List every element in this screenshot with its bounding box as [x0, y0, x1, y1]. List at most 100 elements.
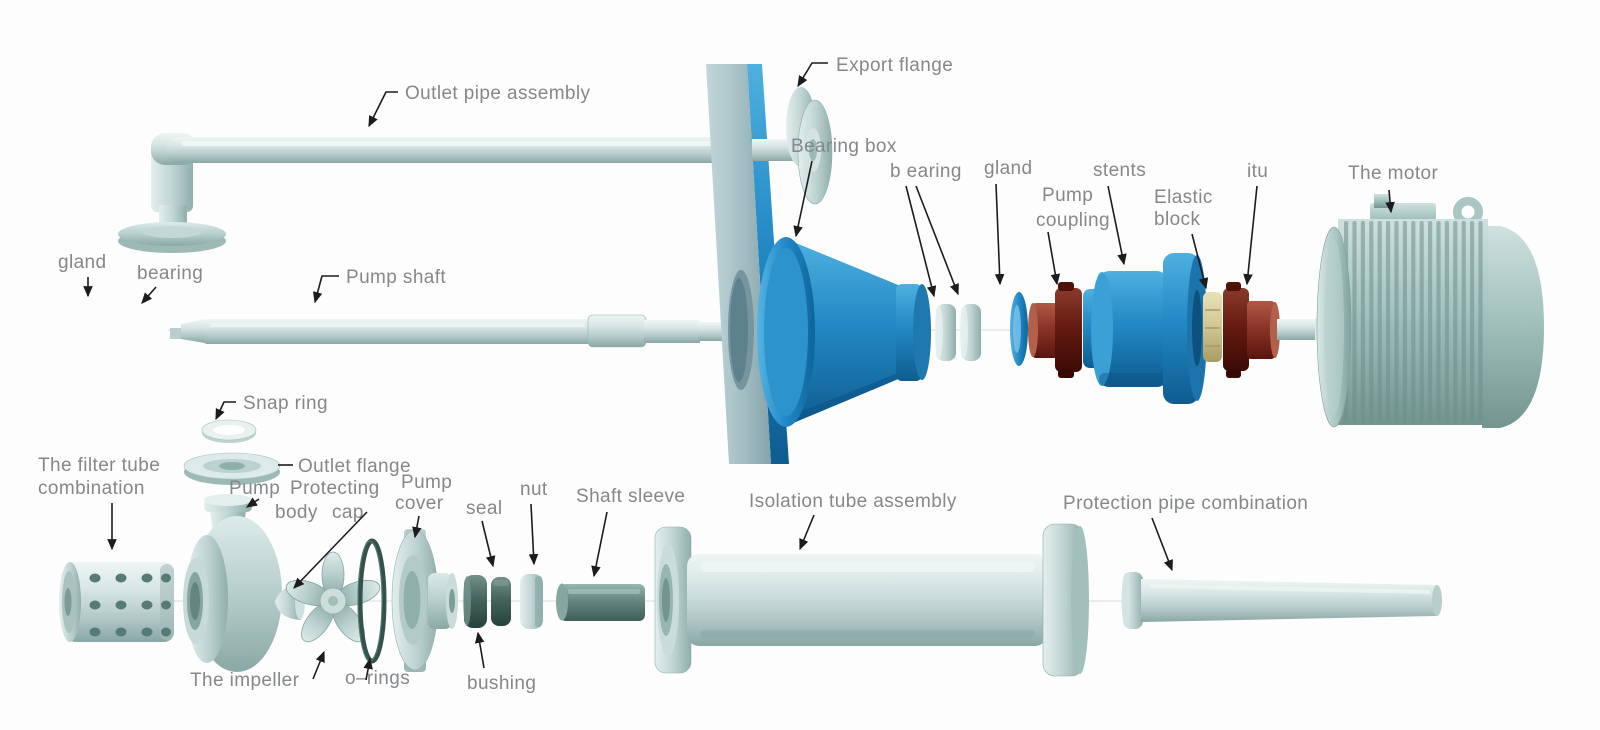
- shaft-cone: [181, 319, 205, 343]
- part-label-text: Snap ring: [243, 393, 328, 414]
- filter-holes: [89, 573, 171, 637]
- outlet-flange-hole: [219, 462, 245, 470]
- isolation-tube-shade: [700, 630, 1035, 638]
- shaft-sleeve-part: [556, 583, 645, 621]
- part-label-text: gland: [984, 158, 1033, 179]
- part-label-text: Pump shaft: [346, 267, 446, 288]
- bearing-box-shadow: [786, 371, 903, 426]
- label-stents: stents: [1093, 160, 1146, 266]
- label-protecting-cap: Protecting cap: [290, 478, 380, 589]
- impeller-part: [285, 551, 381, 643]
- part-label-text: b earing: [890, 161, 962, 182]
- part-label-text: The motor: [1348, 163, 1438, 184]
- leader-line: [312, 650, 325, 680]
- leader-line: [1047, 231, 1061, 286]
- pump-body-inlet-deep: [190, 582, 200, 620]
- coupling-flange: [1055, 288, 1082, 372]
- leader-line: [994, 183, 1005, 286]
- label-gland-top: gland: [984, 158, 1033, 286]
- part-label-text: nut: [520, 479, 548, 500]
- label-pump-body: Pump body: [229, 478, 318, 523]
- shaft-tip: [170, 328, 182, 339]
- part-label-text: o–rings: [345, 668, 410, 689]
- nut-part: [520, 574, 543, 629]
- label-nut: nut: [520, 479, 548, 566]
- part-label-text: Protecting: [290, 478, 380, 499]
- itu-flange: [1223, 288, 1249, 371]
- leader-line: [363, 657, 373, 681]
- leader-line: [293, 511, 368, 589]
- part-label-text: bushing: [467, 673, 536, 694]
- label-bearing-box: Bearing box: [791, 136, 897, 238]
- label-outlet-flange: Outlet flange: [278, 456, 411, 477]
- export-flange-hole: [809, 139, 817, 161]
- sleeve-left-cap: [556, 583, 568, 621]
- seal-part: [491, 577, 511, 626]
- part-label-text: Protection pipe combination: [1063, 493, 1308, 514]
- plate-hole-inner: [730, 278, 748, 382]
- protection-pipe-end-cap: [1432, 585, 1442, 616]
- leader-line: [215, 401, 236, 421]
- bushing-part: [463, 575, 487, 628]
- label-isolation-tube: Isolation tube assembly: [749, 491, 956, 551]
- part-label-text: Pump: [229, 478, 280, 499]
- coupling-notch-top: [1058, 282, 1074, 291]
- part-label-text: body: [275, 502, 318, 523]
- isolation-right-rim: [1071, 526, 1089, 674]
- part-label-text: Outlet pipe assembly: [405, 83, 591, 104]
- filter-tube-part: [59, 562, 174, 642]
- bearing-box-right-cap: [913, 284, 931, 380]
- part-label-text: The impeller: [190, 670, 300, 691]
- isolation-tube-body: [687, 554, 1047, 646]
- part-label-text: Bearing box: [791, 136, 897, 157]
- seal-ring: [491, 577, 511, 626]
- terminal-box-step: [1374, 194, 1390, 208]
- isolation-tube-highlight: [700, 562, 1035, 572]
- pump-body-neck-mouth: [204, 494, 252, 506]
- cover-hub: [428, 573, 452, 629]
- leader-line: [591, 511, 608, 578]
- leader-line: [368, 91, 398, 128]
- label-export-flange: Export flange: [797, 55, 953, 88]
- pump-shaft-part: [170, 314, 730, 348]
- sleeve-highlight: [568, 589, 640, 594]
- part-label-text: cap: [332, 502, 364, 523]
- itu-notch-top: [1226, 282, 1241, 291]
- leader-line: [481, 520, 496, 568]
- label-shaft-sleeve: Shaft sleeve: [576, 486, 685, 578]
- leader-line: [474, 631, 485, 669]
- part-label-text: bearing: [137, 263, 203, 284]
- itu-part: [1223, 282, 1280, 378]
- isolation-tube-part: [654, 523, 1089, 677]
- part-label-text: Export flange: [836, 55, 953, 76]
- label-gland-left: gland: [58, 252, 106, 298]
- bearing-box-body: [786, 239, 903, 426]
- label-bushing: bushing: [467, 631, 536, 694]
- leader-line: [245, 497, 260, 508]
- bearing-ring-2-face: [960, 306, 968, 358]
- leader-line: [312, 275, 339, 304]
- leader-line: [1107, 185, 1127, 266]
- pump-coupling-part: [1028, 282, 1082, 378]
- leader-line: [793, 160, 813, 238]
- gland-disc-face: [1013, 305, 1021, 353]
- itu-notch-bottom: [1226, 369, 1241, 378]
- coupling-hub-cap: [1028, 303, 1038, 357]
- outlet-pipe-assembly-part: [118, 133, 736, 253]
- label-outlet-pipe-assembly: Outlet pipe assembly: [368, 83, 591, 128]
- leader-line: [528, 503, 539, 566]
- label-o-rings: o–rings: [345, 657, 410, 689]
- part-label-text: Pump: [401, 472, 452, 493]
- coupling-hub: [1032, 303, 1058, 358]
- snap-ring-part: [201, 419, 257, 443]
- lifting-eye-hole: [1461, 205, 1475, 219]
- cover-hub-hole: [449, 589, 455, 613]
- pipe-highlight: [182, 141, 722, 146]
- leader-line: [905, 185, 937, 298]
- leader-line: [1385, 189, 1395, 214]
- coupling-notch-bottom: [1058, 369, 1074, 378]
- leader-line: [1151, 517, 1173, 572]
